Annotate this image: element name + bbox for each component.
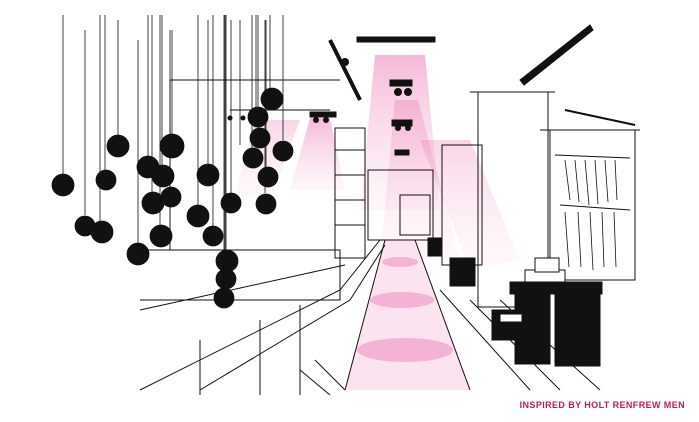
- credit-caption: INSPIRED BY HOLT RENFREW MEN: [519, 400, 685, 410]
- display-tables: [427, 237, 603, 367]
- ceiling-tracks: [309, 24, 636, 156]
- pink-light-beams: [235, 55, 520, 270]
- runway-floor: [344, 239, 471, 391]
- folded-goods: [499, 257, 566, 323]
- hanging-clothes: [564, 159, 618, 271]
- spotlights: [227, 58, 412, 131]
- pendant-lamps: [51, 15, 294, 309]
